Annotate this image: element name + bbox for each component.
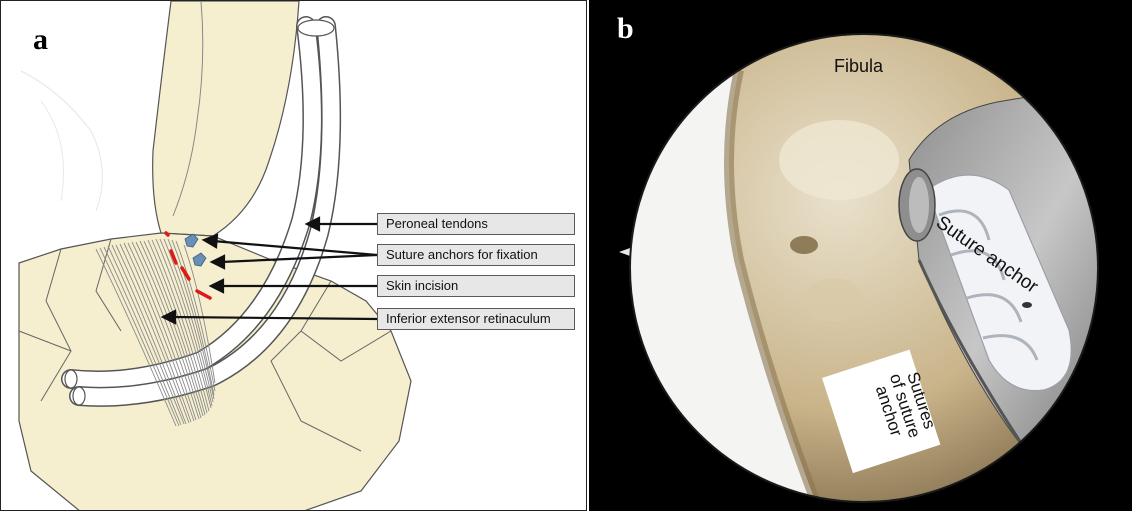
fibula-shaft	[153, 1, 299, 236]
label-fibula: Fibula	[834, 56, 883, 77]
panel-a-letter: a	[33, 25, 48, 55]
callout-skin-incision: Skin incision	[377, 275, 575, 297]
callout-peroneal-tendons: Peroneal tendons	[377, 213, 575, 235]
panel-a-illustration: a Peroneal tendons Suture anchors for fi…	[0, 0, 587, 511]
callout-retinaculum: Inferior extensor retinaculum	[377, 308, 575, 330]
callout-suture-anchors: Suture anchors for fixation	[377, 244, 575, 266]
panel-b-arthroscopy: b Fibula Suture anchor Sutures of suture…	[589, 0, 1132, 511]
panel-b-letter: b	[617, 14, 634, 44]
